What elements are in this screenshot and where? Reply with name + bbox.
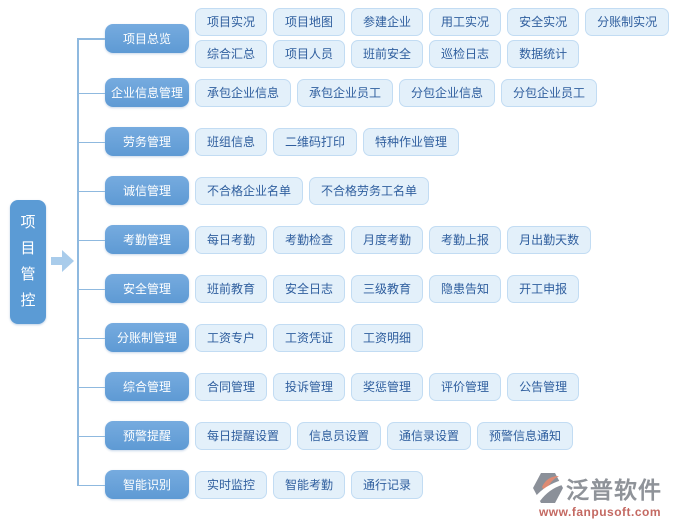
item-node: 信息员设置 xyxy=(297,421,382,450)
item-node: 参建企业 xyxy=(351,8,424,36)
item-node: 安全日志 xyxy=(273,274,346,303)
item-node: 工资凭证 xyxy=(273,323,346,352)
tree-branch-row: 安全管理班前教育安全日志三级教育隐患告知开工申报 xyxy=(76,274,580,303)
item-node: 班前教育 xyxy=(195,274,268,303)
item-row: 承包企业信息承包企业员工分包企业信息分包企业员工 xyxy=(195,78,598,107)
item-row: 每日考勤考勤检查月度考勤考勤上报月出勤天数 xyxy=(195,225,592,254)
item-node: 每日考勤 xyxy=(195,225,268,254)
item-node: 项目实况 xyxy=(195,8,268,36)
item-node: 巡检日志 xyxy=(429,40,502,68)
tree-branch-row: 考勤管理每日考勤考勤检查月度考勤考勤上报月出勤天数 xyxy=(76,225,592,254)
item-node: 实时监控 xyxy=(195,470,268,499)
item-row: 工资专户工资凭证工资明细 xyxy=(195,323,424,352)
item-node: 项目人员 xyxy=(273,40,346,68)
item-node: 开工申报 xyxy=(507,274,580,303)
item-node: 评价管理 xyxy=(429,372,502,401)
brand-row: 泛普软件 xyxy=(532,471,668,505)
category-node: 诚信管理 xyxy=(105,176,189,205)
item-node: 考勤检查 xyxy=(273,225,346,254)
item-rows: 班组信息二维码打印特种作业管理 xyxy=(195,127,460,156)
item-rows: 每日提醒设置信息员设置通信录设置预警信息通知 xyxy=(195,421,574,450)
item-row: 综合汇总项目人员班前安全巡检日志数据统计 xyxy=(195,40,669,68)
brand-name: 泛普软件 xyxy=(566,477,662,503)
item-node: 考勤上报 xyxy=(429,225,502,254)
item-row: 每日提醒设置信息员设置通信录设置预警信息通知 xyxy=(195,421,574,450)
category-node: 企业信息管理 xyxy=(105,78,189,107)
item-node: 公告管理 xyxy=(507,372,580,401)
tree-branch-row: 诚信管理不合格企业名单不合格劳务工名单 xyxy=(76,176,430,205)
item-rows: 合同管理投诉管理奖惩管理评价管理公告管理 xyxy=(195,372,580,401)
item-row: 班组信息二维码打印特种作业管理 xyxy=(195,127,460,156)
item-rows: 承包企业信息承包企业员工分包企业信息分包企业员工 xyxy=(195,78,598,107)
category-node: 考勤管理 xyxy=(105,225,189,254)
item-node: 不合格劳务工名单 xyxy=(309,176,430,205)
item-rows: 实时监控智能考勤通行记录 xyxy=(195,470,424,499)
item-node: 分包企业信息 xyxy=(399,78,496,107)
brand-url: www.fanpusoft.com xyxy=(538,505,662,519)
item-node: 二维码打印 xyxy=(273,127,358,156)
item-rows: 工资专户工资凭证工资明细 xyxy=(195,323,424,352)
item-node: 分账制实况 xyxy=(585,8,670,36)
category-node: 劳务管理 xyxy=(105,127,189,156)
category-node: 安全管理 xyxy=(105,274,189,303)
item-node: 月度考勤 xyxy=(351,225,424,254)
item-node: 三级教育 xyxy=(351,274,424,303)
item-node: 通行记录 xyxy=(351,470,424,499)
root-node: 项目管控 xyxy=(10,200,46,324)
tree-branch-row: 综合管理合同管理投诉管理奖惩管理评价管理公告管理 xyxy=(76,372,580,401)
item-node: 月出勤天数 xyxy=(507,225,592,254)
item-row: 实时监控智能考勤通行记录 xyxy=(195,470,424,499)
item-node: 承包企业信息 xyxy=(195,78,292,107)
tree-branch-row: 分账制管理工资专户工资凭证工资明细 xyxy=(76,323,424,352)
item-node: 投诉管理 xyxy=(273,372,346,401)
category-node: 智能识别 xyxy=(105,470,189,499)
item-rows: 每日考勤考勤检查月度考勤考勤上报月出勤天数 xyxy=(195,225,592,254)
brand-logo-icon xyxy=(533,473,563,503)
tree-trunk-line xyxy=(77,38,79,485)
category-node: 综合管理 xyxy=(105,372,189,401)
item-node: 工资专户 xyxy=(195,323,268,352)
item-node: 隐患告知 xyxy=(429,274,502,303)
item-row: 项目实况项目地图参建企业用工实况安全实况分账制实况 xyxy=(195,8,670,36)
flow-arrow-icon xyxy=(51,250,74,272)
tree-branch-row: 项目总览项目实况项目地图参建企业用工实况安全实况分账制实况综合汇总项目人员班前安… xyxy=(76,8,670,68)
root-node-label: 项目管控 xyxy=(20,214,36,309)
item-rows: 班前教育安全日志三级教育隐患告知开工申报 xyxy=(195,274,580,303)
item-node: 安全实况 xyxy=(507,8,580,36)
category-node: 项目总览 xyxy=(105,23,189,53)
item-node: 预警信息通知 xyxy=(477,421,574,450)
tree-rows: 项目总览项目实况项目地图参建企业用工实况安全实况分账制实况综合汇总项目人员班前安… xyxy=(76,0,675,528)
item-node: 班组信息 xyxy=(195,127,268,156)
category-node: 预警提醒 xyxy=(105,421,189,450)
item-node: 特种作业管理 xyxy=(363,127,460,156)
item-node: 智能考勤 xyxy=(273,470,346,499)
item-node: 工资明细 xyxy=(351,323,424,352)
item-rows: 不合格企业名单不合格劳务工名单 xyxy=(195,176,430,205)
item-node: 不合格企业名单 xyxy=(195,176,304,205)
item-node: 每日提醒设置 xyxy=(195,421,292,450)
item-row: 不合格企业名单不合格劳务工名单 xyxy=(195,176,430,205)
fanpu-watermark: 泛普软件 www.fanpusoft.com xyxy=(532,471,668,519)
tree-branch-row: 预警提醒每日提醒设置信息员设置通信录设置预警信息通知 xyxy=(76,421,574,450)
item-node: 通信录设置 xyxy=(387,421,472,450)
category-node: 分账制管理 xyxy=(105,323,189,352)
item-node: 奖惩管理 xyxy=(351,372,424,401)
item-row: 班前教育安全日志三级教育隐患告知开工申报 xyxy=(195,274,580,303)
item-node: 承包企业员工 xyxy=(297,78,394,107)
tree-branch-row: 劳务管理班组信息二维码打印特种作业管理 xyxy=(76,127,460,156)
item-node: 数据统计 xyxy=(507,40,580,68)
item-rows: 项目实况项目地图参建企业用工实况安全实况分账制实况综合汇总项目人员班前安全巡检日… xyxy=(195,8,670,68)
item-node: 项目地图 xyxy=(273,8,346,36)
item-node: 合同管理 xyxy=(195,372,268,401)
item-row: 合同管理投诉管理奖惩管理评价管理公告管理 xyxy=(195,372,580,401)
tree-branch-row: 企业信息管理承包企业信息承包企业员工分包企业信息分包企业员工 xyxy=(76,78,598,107)
item-node: 用工实况 xyxy=(429,8,502,36)
item-node: 综合汇总 xyxy=(195,40,268,68)
item-node: 分包企业员工 xyxy=(501,78,598,107)
tree-branch-row: 智能识别实时监控智能考勤通行记录 xyxy=(76,470,424,499)
item-node: 班前安全 xyxy=(351,40,424,68)
